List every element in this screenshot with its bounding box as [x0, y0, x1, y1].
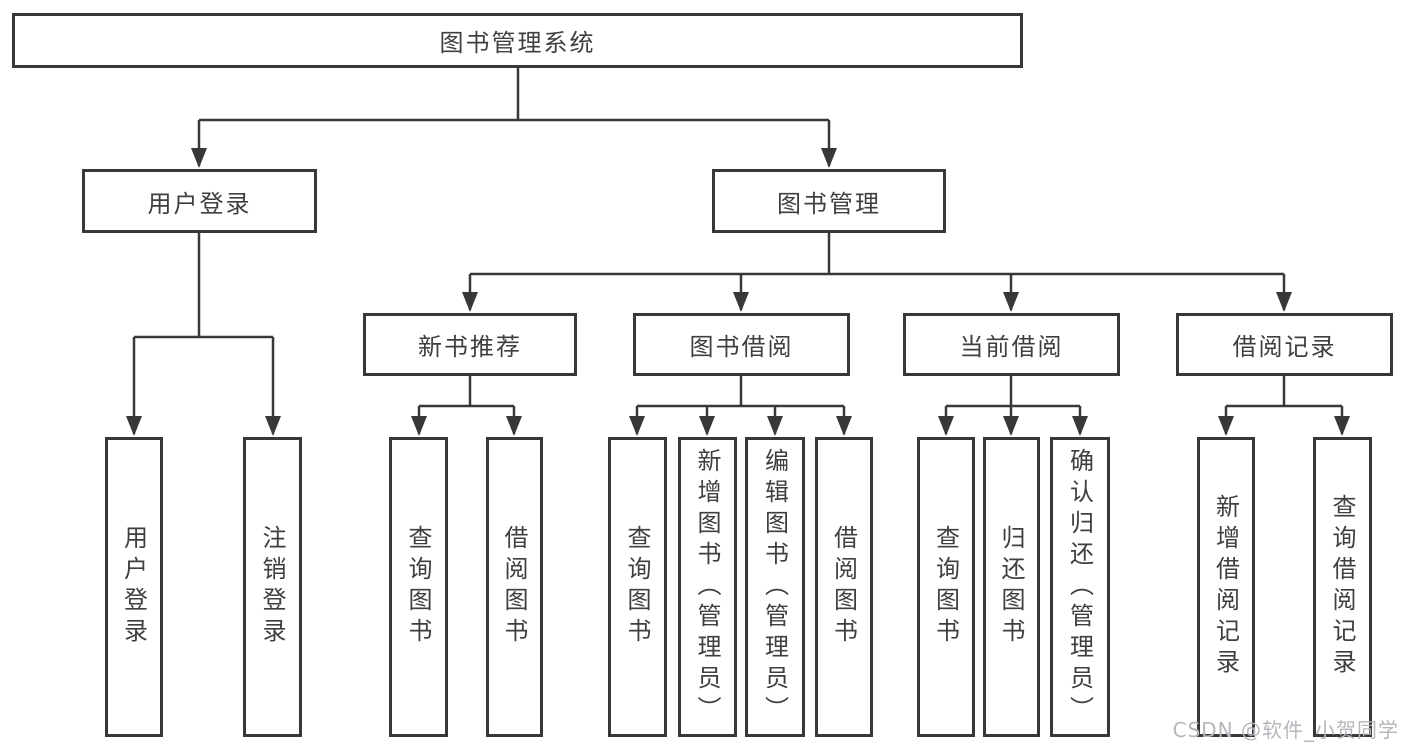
leaf-query-books-current: 查询图书 — [917, 437, 975, 737]
node-label: 借阅记录 — [1232, 333, 1337, 361]
node-book-borrowing: 图书借阅 — [633, 313, 850, 376]
node-label: 图书管理系统 — [439, 29, 596, 57]
node-library-management-system: 图书管理系统 — [12, 13, 1023, 68]
node-current-borrowing: 当前借阅 — [903, 313, 1120, 376]
leaf-logout: 注销登录 — [243, 437, 302, 737]
node-label: 当前借阅 — [959, 333, 1064, 361]
leaf-query-borrow-record: 查询借阅记录 — [1313, 437, 1372, 737]
leaf-add-borrow-record: 新增借阅记录 — [1197, 437, 1255, 737]
node-label: 图书管理 — [777, 189, 881, 218]
node-new-book-recommendation: 新书推荐 — [363, 313, 577, 376]
leaf-confirm-return-admin: 确认归还（管理员） — [1050, 437, 1110, 737]
leaf-add-books-admin: 新增图书（管理员） — [678, 437, 737, 737]
node-label: 查询借阅记录 — [1328, 494, 1356, 680]
node-label: 新增图书（管理员） — [693, 447, 721, 727]
leaf-query-books-borrowing: 查询图书 — [608, 437, 667, 737]
node-label: 归还图书 — [997, 525, 1025, 649]
csdn-watermark: CSDN @软件_小贺同学 — [1172, 718, 1399, 742]
leaf-user-login: 用户登录 — [105, 437, 163, 737]
node-user-login: 用户登录 — [82, 169, 317, 233]
node-label: 新增借阅记录 — [1211, 494, 1240, 680]
node-label: 注销登录 — [258, 525, 286, 649]
node-borrowing-records: 借阅记录 — [1176, 313, 1393, 376]
node-label: 借阅图书 — [829, 525, 858, 649]
leaf-borrow-books: 借阅图书 — [815, 437, 873, 737]
leaf-borrow-books-recommend: 借阅图书 — [486, 437, 543, 737]
node-label: 用户登录 — [119, 525, 148, 649]
node-label: 图书借阅 — [689, 333, 794, 361]
leaf-return-books: 归还图书 — [983, 437, 1040, 737]
node-label: 新书推荐 — [418, 333, 522, 361]
leaf-query-books-recommend: 查询图书 — [389, 437, 448, 737]
node-book-management: 图书管理 — [712, 169, 946, 233]
node-label: 用户登录 — [147, 189, 252, 218]
node-label: 查询图书 — [623, 525, 651, 649]
node-label: 查询图书 — [931, 525, 960, 649]
leaf-edit-books-admin: 编辑图书（管理员） — [745, 437, 805, 737]
node-label: 确认归还（管理员） — [1065, 447, 1094, 727]
node-label: 编辑图书（管理员） — [760, 447, 789, 727]
node-label: 查询图书 — [404, 525, 432, 649]
node-label: 借阅图书 — [500, 525, 528, 649]
